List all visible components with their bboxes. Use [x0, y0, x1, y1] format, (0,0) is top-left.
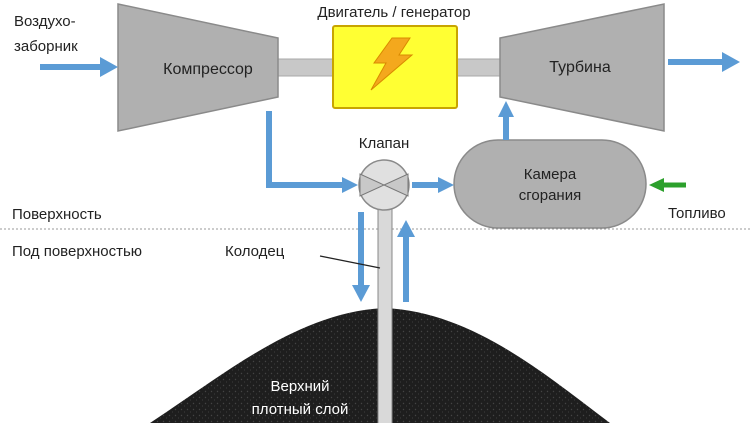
fuel-arrow [649, 178, 686, 192]
butterfly-valve-icon [358, 159, 410, 211]
right-shaft [453, 58, 505, 77]
compressor-label: Компрессор [163, 61, 253, 78]
well-label: Колодец [225, 243, 285, 260]
lightning-bolt-icon [370, 37, 414, 91]
flow-arrows [40, 52, 740, 302]
motor-generator-label: Двигатель / генератор [317, 4, 470, 21]
valve-label: Клапан [359, 135, 410, 152]
combustion-chamber [453, 139, 647, 229]
below-surface-label: Под поверхностью [12, 243, 142, 260]
turbine-label: Турбина [549, 59, 611, 76]
turbine [499, 3, 665, 132]
surface-label: Поверхность [12, 206, 102, 223]
well-pipe [377, 204, 393, 423]
compressor [117, 3, 279, 132]
combustion-label-2: сгорания [519, 187, 581, 204]
combustion-label: Камера [524, 166, 577, 183]
well-pointer-line [319, 255, 381, 269]
cap-rock-label: Верхний [270, 378, 329, 395]
air-intake-label-2: заборник [14, 38, 78, 55]
fuel-label: Топливо [668, 205, 726, 222]
air-intake-label: Воздухо- [14, 13, 76, 30]
compressor-to-valve-arrow [266, 111, 344, 188]
left-shaft [277, 58, 337, 77]
cap-rock-label-2: плотный слой [252, 401, 349, 418]
